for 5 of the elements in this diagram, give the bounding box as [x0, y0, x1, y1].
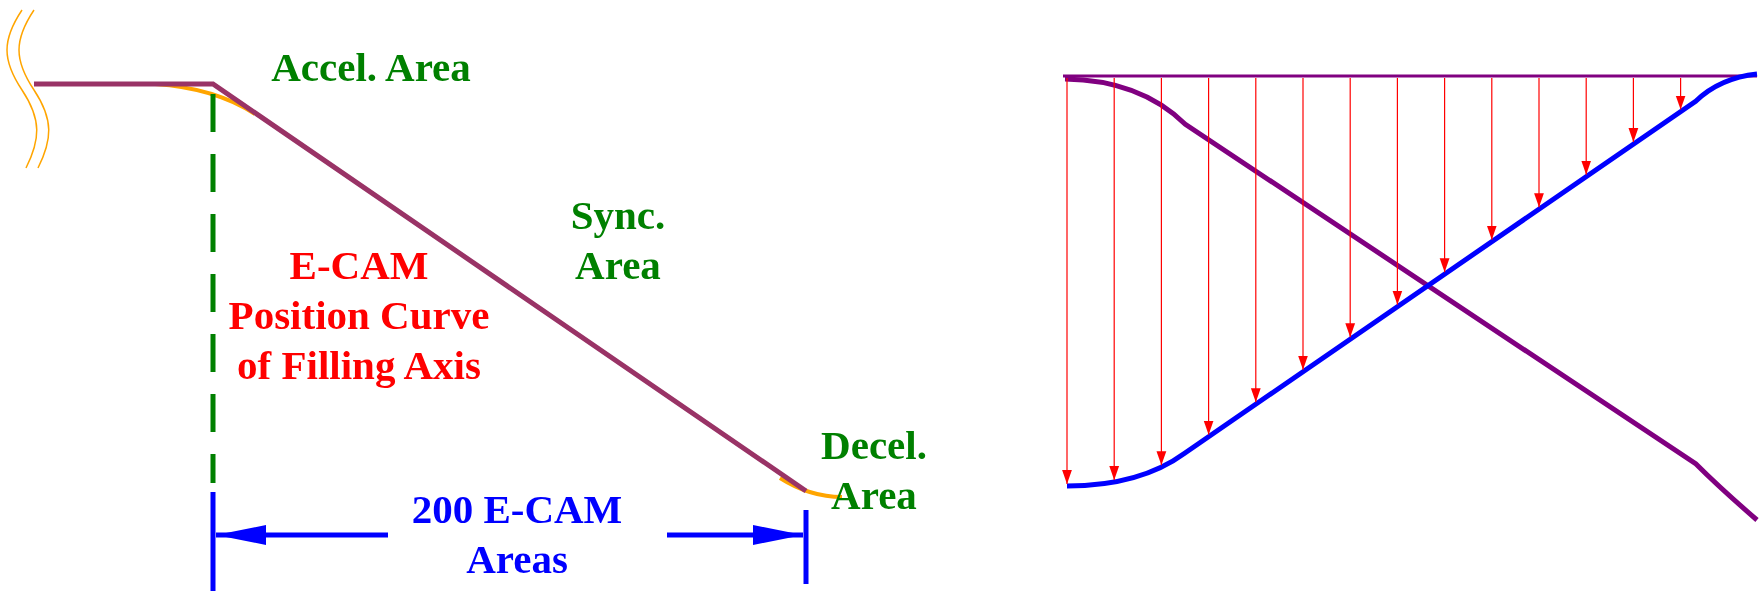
dimension-label: 200 E-CAM Areas: [410, 485, 624, 584]
area-label: Accel. Area: [270, 43, 472, 92]
area-label: E-CAM Position Curve of Filling Axis: [227, 241, 491, 390]
area-label: Decel. Area: [820, 421, 928, 520]
area-label: Sync. Area: [569, 191, 667, 290]
